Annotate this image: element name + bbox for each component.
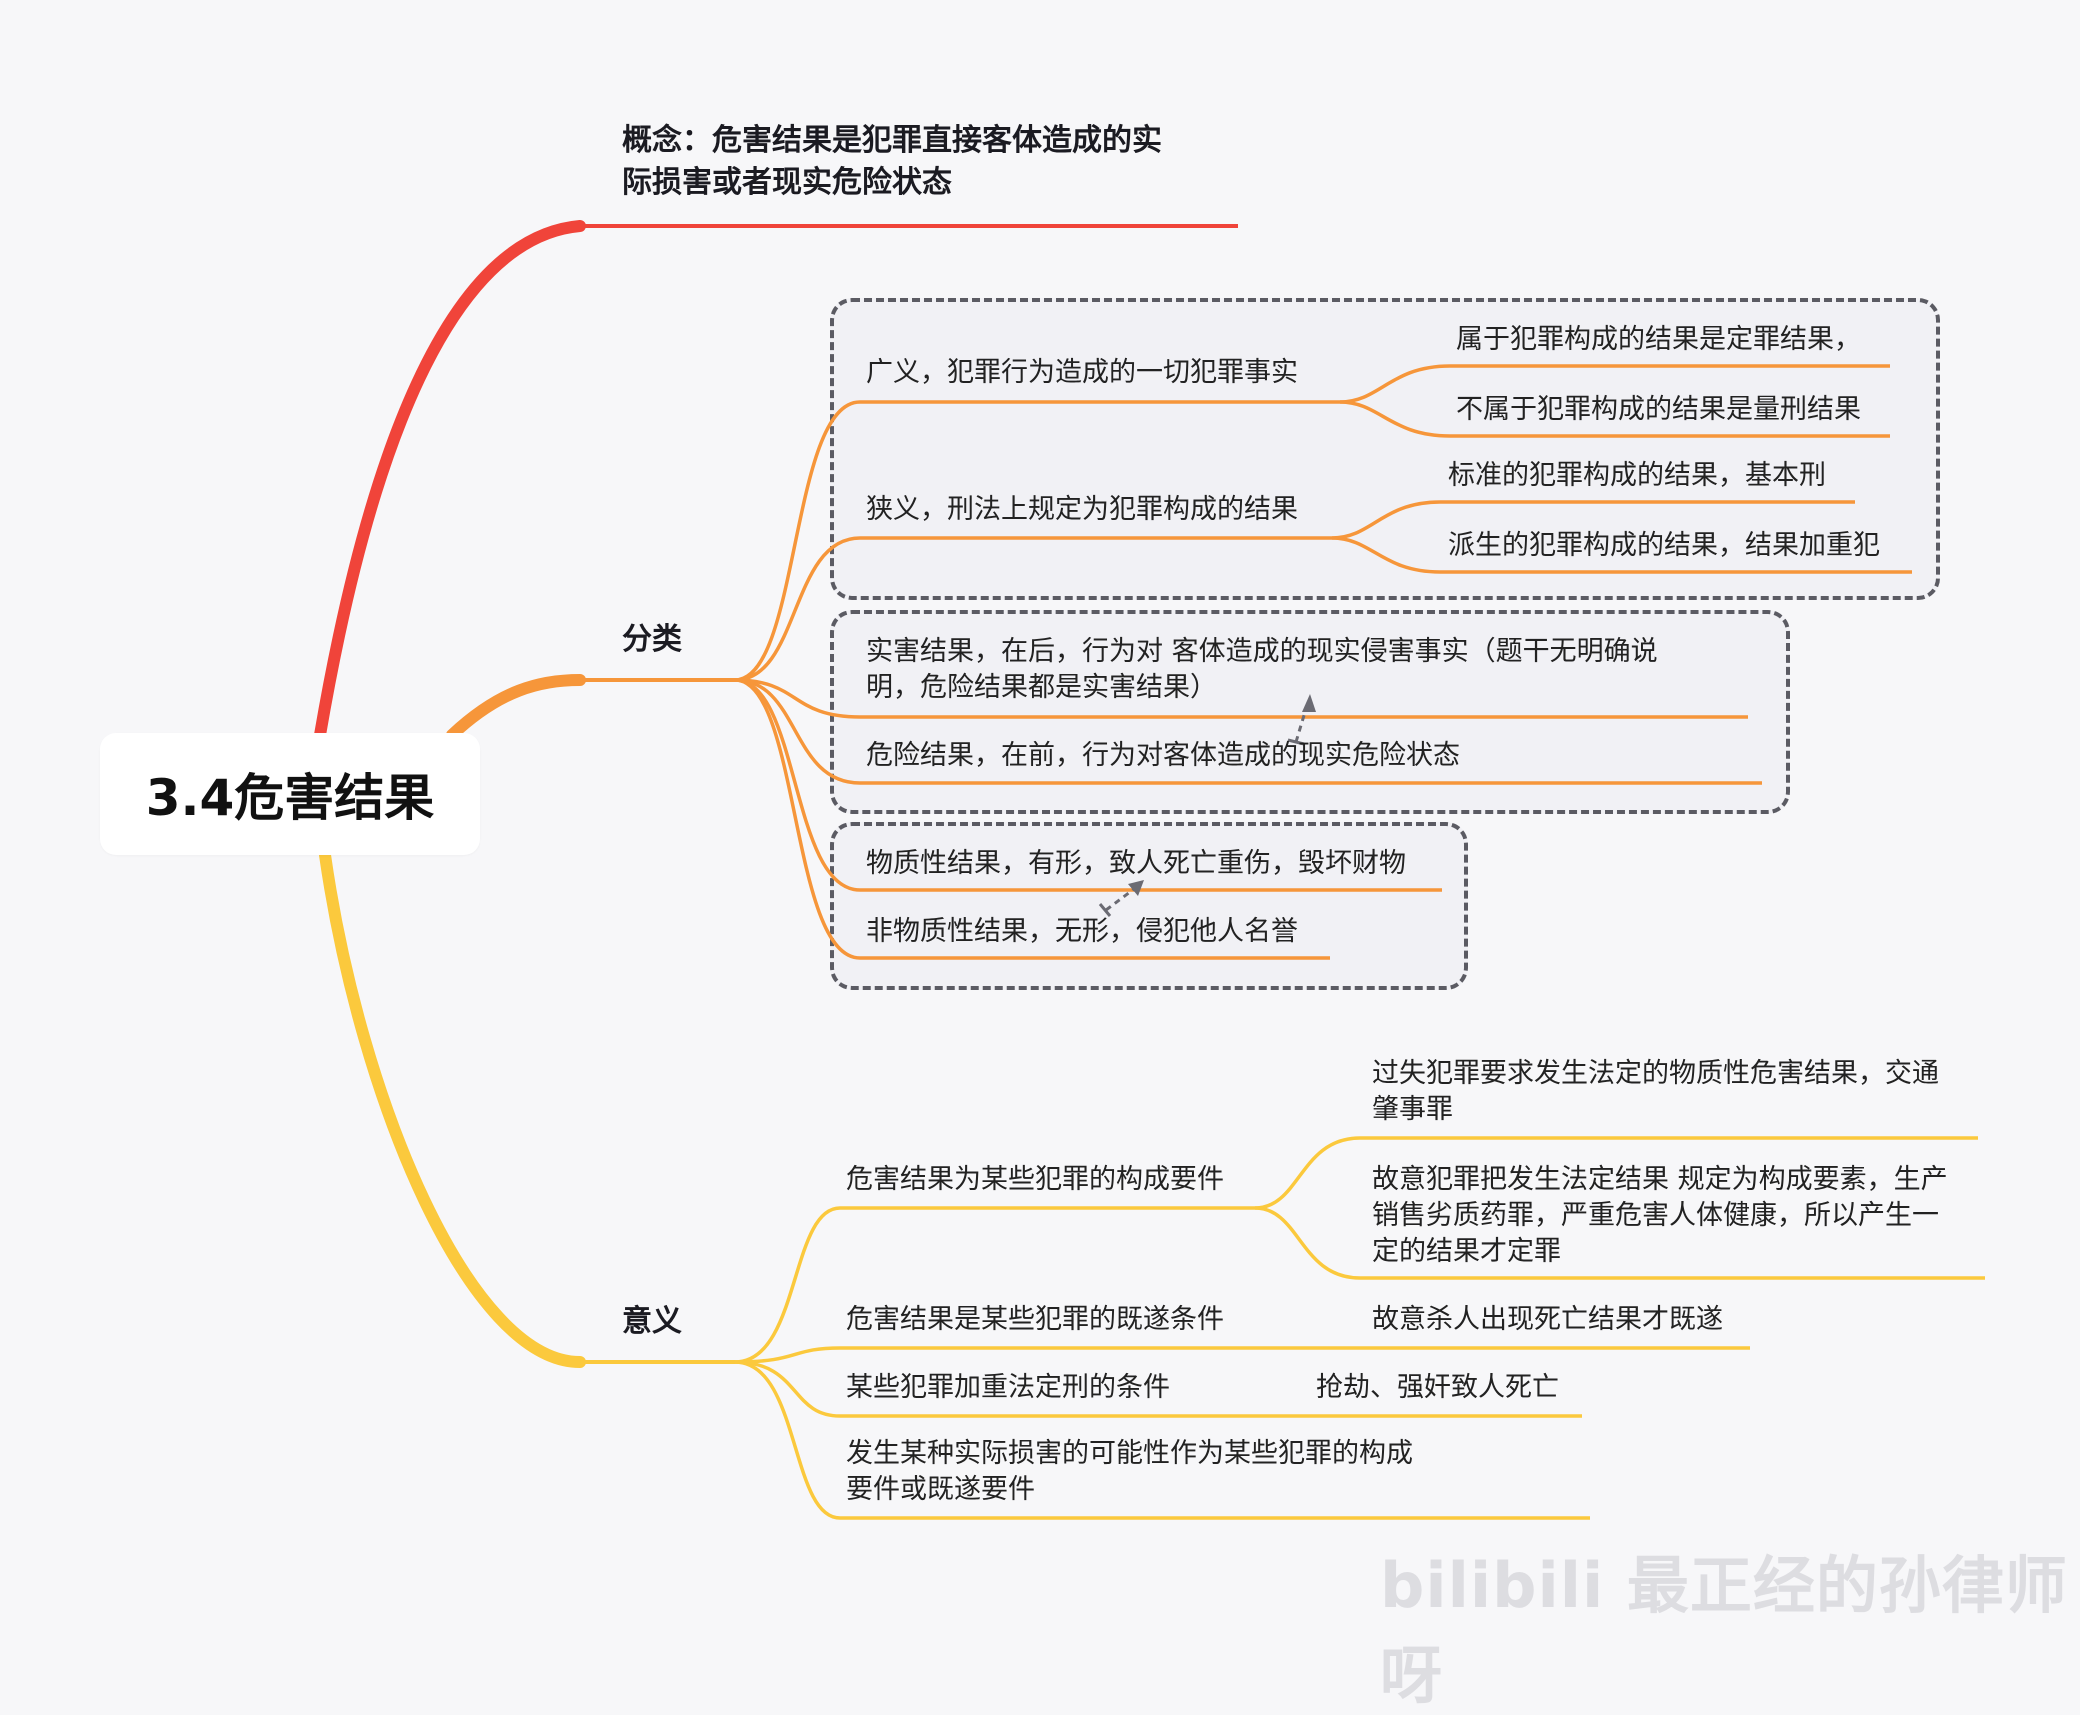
link-sig-aggravation: [734, 1360, 841, 1418]
significance-topic[interactable]: 意义: [622, 1304, 682, 1339]
link-root-classification: [446, 674, 586, 741]
link-root-significance: [319, 849, 586, 1368]
danger-topic[interactable]: 危险结果，在前，行为对客体造成的现实危险状态: [866, 740, 1460, 771]
immaterial-topic[interactable]: 非物质性结果，无形，侵犯他人名誉: [866, 916, 1298, 947]
link-sig-element: [734, 1206, 841, 1364]
element-topic[interactable]: 危害结果为某些犯罪的构成要件: [846, 1164, 1224, 1195]
broad-topic[interactable]: 广义，犯罪行为造成的一切犯罪事实: [866, 357, 1298, 388]
watermark: bilibili 最正经的孙律师呀: [1380, 1549, 2068, 1712]
link-class-material: [734, 678, 861, 892]
boundary-definitions[interactable]: [830, 298, 1940, 600]
link-class-actual: [734, 678, 861, 719]
narrow-child-1[interactable]: 标准的犯罪构成的结果，基本刑: [1448, 460, 1826, 491]
link-class-danger: [734, 678, 861, 785]
relation-arrowhead-1: [1302, 694, 1316, 712]
broad-child-1[interactable]: 属于犯罪构成的结果是定罪结果，: [1456, 324, 1861, 355]
relation-immaterial-material: [1105, 884, 1139, 912]
link-root-concept: [314, 220, 586, 741]
link-class-immaterial: [734, 678, 861, 960]
classification-topic[interactable]: 分类: [622, 622, 682, 657]
root-topic[interactable]: 3.4危害结果: [100, 733, 480, 855]
boundary-material[interactable]: [830, 822, 1468, 990]
link-sig-possibility: [734, 1360, 841, 1520]
concept-line-2: 际损害或者现实危险状态: [622, 165, 952, 200]
narrow-child-2[interactable]: 派生的犯罪构成的结果，结果加重犯: [1448, 530, 1880, 561]
element-child-2[interactable]: 故意犯罪把发生法定结果 规定为构成要素，生产 销售劣质药罪，严重危害人体健康，所…: [1372, 1164, 1948, 1267]
completion-topic[interactable]: 危害结果是某些犯罪的既遂条件: [846, 1304, 1224, 1335]
link-class-narrow: [734, 536, 861, 682]
broad-child-2[interactable]: 不属于犯罪构成的结果是量刑结果: [1456, 394, 1861, 425]
aggravation-child[interactable]: 抢劫、强奸致人死亡: [1316, 1372, 1559, 1403]
material-topic[interactable]: 物质性结果，有形，致人死亡重伤，毁坏财物: [866, 848, 1406, 879]
link-class-broad: [734, 400, 861, 682]
element-child-1[interactable]: 过失犯罪要求发生法定的物质性危害结果，交通 肇事罪: [1372, 1058, 1939, 1125]
root-label: 3.4危害结果: [145, 769, 435, 827]
connection-lines: [314, 220, 1985, 1520]
mind-map-canvas: 3.4危害结果 概念：危害结果是犯罪直接客体造成的实 际损害或者现实危险状态 分…: [100, 120, 2067, 1712]
completion-child[interactable]: 故意杀人出现死亡结果才既遂: [1372, 1304, 1723, 1335]
concept-line-1: 概念：危害结果是犯罪直接客体造成的实: [622, 123, 1162, 158]
actual-harm-topic[interactable]: 实害结果，在后，行为对 客体造成的现实侵害事实（题干无明确说 明，危险结果都是实…: [866, 636, 1658, 703]
aggravation-topic[interactable]: 某些犯罪加重法定刑的条件: [846, 1372, 1170, 1403]
relation-arrowhead-2: [1128, 880, 1144, 896]
concept-topic[interactable]: 概念：危害结果是犯罪直接客体造成的实 际损害或者现实危险状态: [622, 120, 1162, 204]
link-sig-completion: [734, 1346, 841, 1364]
possibility-topic[interactable]: 发生某种实际损害的可能性作为某些犯罪的构成 要件或既遂要件: [846, 1438, 1413, 1505]
narrow-topic[interactable]: 狭义，刑法上规定为犯罪构成的结果: [866, 494, 1298, 525]
